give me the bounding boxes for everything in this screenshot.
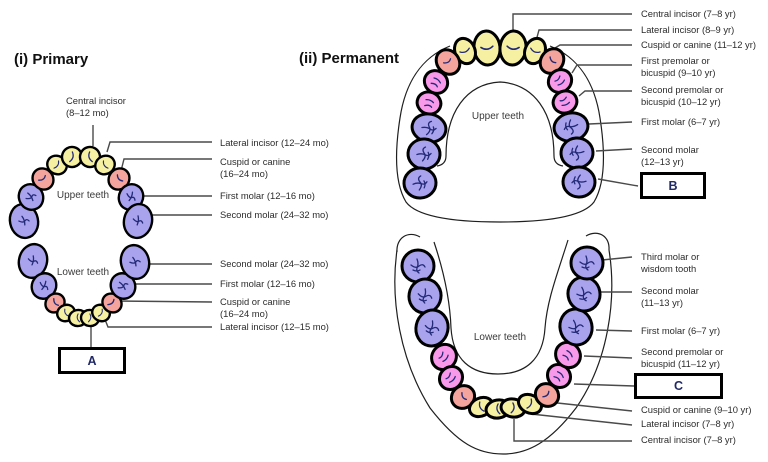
label-primary-lateral-incisor-lower: Lateral incisor (12–15 mo) <box>220 321 329 332</box>
tooth-molar <box>17 242 49 280</box>
tooth-canine <box>538 47 566 75</box>
permanent-leader-lines <box>512 13 639 442</box>
answer-box-a: A <box>58 347 126 374</box>
label-permanent-central-incisor-lower: Central incisor (7–8 yr) <box>641 434 736 445</box>
primary-lower-arch <box>17 242 151 328</box>
label-permanent-second-molar-lower: Second molar(11–13 yr) <box>641 285 699 308</box>
label-primary-first-molar-upper: First molar (12–16 mo) <box>220 190 315 201</box>
label-primary-second-molar-upper: Second molar (24–32 mo) <box>220 209 329 220</box>
tooth-molar <box>414 308 450 348</box>
tooth-molar <box>122 202 154 240</box>
tooth-molar <box>558 307 594 347</box>
tooth-incisor <box>498 29 528 67</box>
tooth-molar <box>559 136 595 170</box>
primary-upper-area-label: Upper teeth <box>56 190 110 201</box>
label-permanent-lateral-incisor-upper: Lateral incisor (8–9 yr) <box>641 24 735 35</box>
permanent-upper-area-label: Upper teeth <box>471 111 525 122</box>
tooth-canine <box>434 48 462 76</box>
label-primary-first-molar-lower: First molar (12–16 mo) <box>220 278 315 289</box>
tooth-incisor <box>472 29 502 67</box>
label-permanent-central-incisor-upper: Central incisor (7–8 yr) <box>641 8 736 19</box>
answer-box-b: B <box>640 172 706 199</box>
label-primary-cuspid-lower: Cuspid or canine(16–24 mo) <box>220 296 291 319</box>
tooth-molar <box>402 166 438 200</box>
tooth-molar <box>569 245 605 281</box>
label-permanent-first-molar-upper: First molar (6–7 yr) <box>641 116 721 127</box>
primary-lower-area-label: Lower teeth <box>56 267 110 278</box>
permanent-upper-arch-outline <box>395 45 605 223</box>
permanent-upper-arch <box>402 29 597 200</box>
label-primary-cuspid-upper: Cuspid or canine(16–24 mo) <box>220 156 291 179</box>
tooth-molar <box>30 272 58 300</box>
tooth-premolar <box>554 340 582 370</box>
primary-leader-lines <box>90 125 213 347</box>
primary-upper-arch <box>8 145 154 240</box>
label-primary-central-incisor: Central incisor (8–12 mo) <box>66 95 126 118</box>
permanent-title: (ii) Permanent <box>299 50 400 67</box>
tooth-premolar <box>430 342 458 372</box>
tooth-molar <box>561 165 597 199</box>
label-permanent-cuspid-lower: Cuspid or canine (9–10 yr) <box>641 404 752 415</box>
permanent-lower-area-label: Lower teeth <box>473 332 527 343</box>
tooth-molar <box>17 183 45 211</box>
tooth-molar <box>119 243 151 281</box>
label-permanent-lateral-incisor-lower: Lateral incisor (7–8 yr) <box>641 418 735 429</box>
tooth-molar <box>400 248 436 284</box>
label-primary-lateral-incisor-upper: Lateral incisor (12–24 mo) <box>220 137 329 148</box>
label-permanent-second-molar-upper: Second molar(12–13 yr) <box>641 144 699 167</box>
label-permanent-cuspid-upper: Cuspid or canine (11–12 yr) <box>641 39 756 50</box>
label-permanent-first-molar-lower: First molar (6–7 yr) <box>641 325 721 336</box>
tooth-molar <box>406 137 442 171</box>
label-primary-second-molar-lower: Second molar (24–32 mo) <box>220 258 329 269</box>
answer-box-c: C <box>634 373 723 399</box>
permanent-lower-arch <box>400 245 605 420</box>
tooth-molar <box>566 275 602 313</box>
primary-title: (i) Primary <box>14 51 89 68</box>
